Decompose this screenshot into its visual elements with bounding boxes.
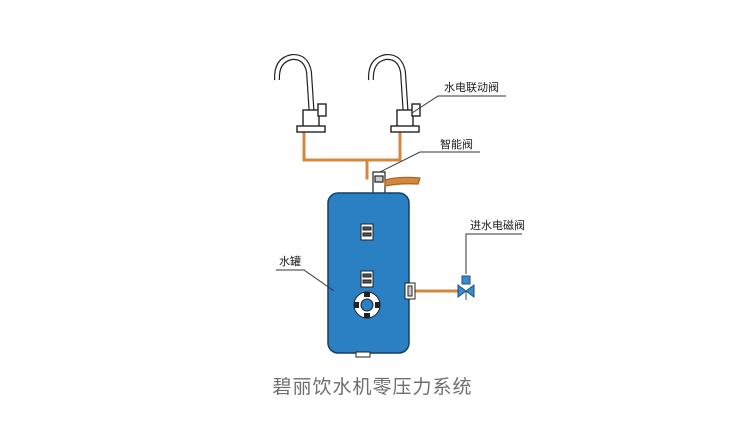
smart-valve	[372, 171, 421, 195]
diagram-caption: 碧丽饮水机零压力系统	[272, 376, 473, 398]
label-water-tank: 水罐	[279, 255, 301, 268]
pipe-network	[302, 131, 460, 293]
label-smart-valve: 智能阀	[440, 138, 473, 151]
faucet-icon	[367, 53, 421, 133]
gear-icon	[353, 291, 381, 319]
control-panel-icon	[360, 223, 374, 241]
valve-icon	[457, 275, 475, 300]
label-inlet-solenoid-valve: 进水电磁阀	[470, 219, 525, 232]
left-pipe	[302, 131, 402, 162]
leader-lines	[276, 95, 522, 292]
faucet-icon	[273, 53, 327, 133]
control-panel-icon	[360, 270, 374, 288]
inlet-fitting	[404, 282, 416, 300]
label-linked-valve: 水电联动阀	[444, 81, 499, 94]
